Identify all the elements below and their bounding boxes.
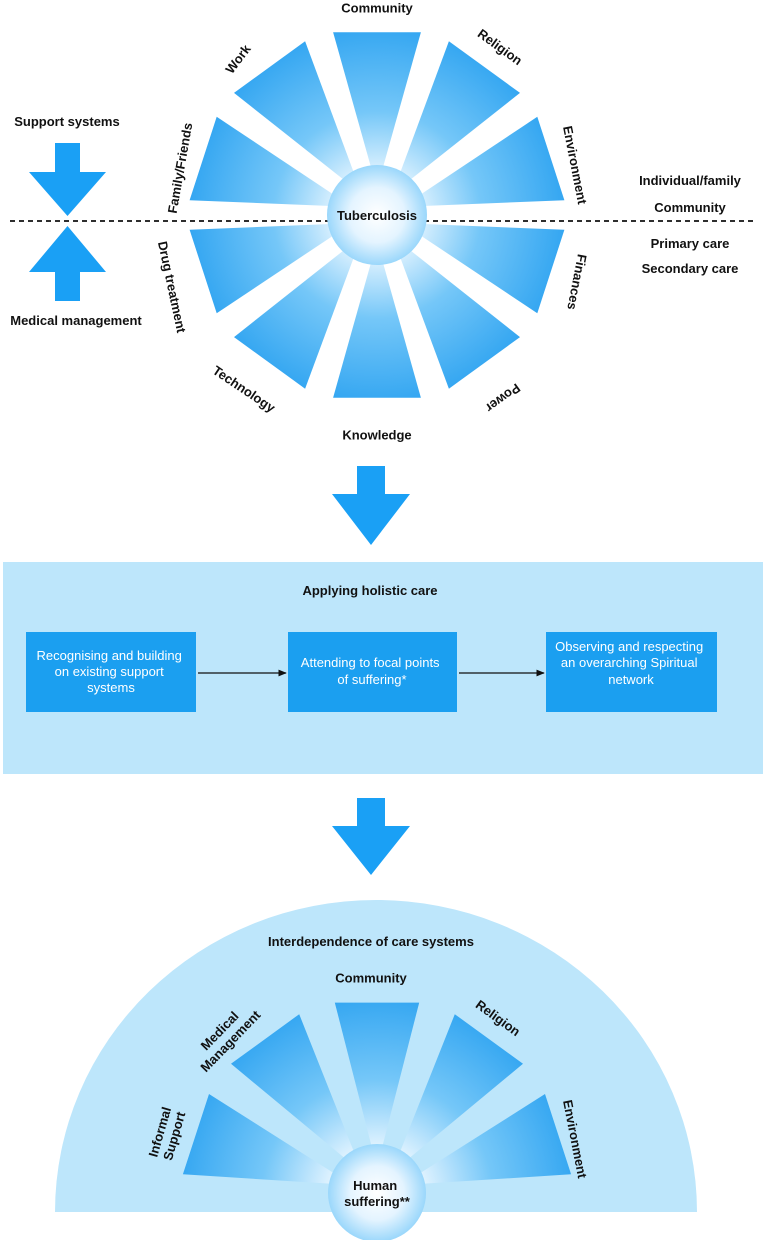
spoke-knowledge <box>333 249 421 398</box>
label-finances: Finances <box>564 253 589 311</box>
spoke-technology <box>234 241 359 389</box>
spoke-work <box>234 41 359 189</box>
spoke-drug-treatment <box>189 223 345 314</box>
spoke-finances <box>409 223 565 314</box>
label-line: Community <box>335 971 407 986</box>
label-line: Community <box>341 1 413 16</box>
right-label-individual-family: Individual/family <box>639 173 742 188</box>
label-line: Family/Friends <box>165 122 196 215</box>
dome-title: Interdependence of care systems <box>268 934 474 949</box>
label-environment: Environment <box>560 125 590 207</box>
label-line: Work <box>222 41 254 76</box>
spoke-community <box>333 32 421 181</box>
spoke-community <box>334 1002 420 1159</box>
label-drug-treatment: Drug treatment <box>155 240 189 335</box>
spoke-informal-support <box>182 1094 345 1185</box>
box-spiritual-network <box>546 632 717 712</box>
label-line: Drug treatment <box>155 240 189 335</box>
box-focal-points <box>288 632 457 712</box>
spoke-environment <box>409 1094 572 1185</box>
spoke-medical-management <box>231 1014 359 1167</box>
spoke-power <box>395 241 520 389</box>
box-support-systems <box>26 632 196 712</box>
support-systems-label: Support systems <box>14 114 119 129</box>
box-focal-points-text: Attending to focal points of suffering* <box>301 655 443 687</box>
label-line: Religion <box>475 26 525 68</box>
label-line: Knowledge <box>342 428 411 443</box>
human-suffering-hub <box>328 1144 426 1240</box>
label-religion: Religion <box>475 26 525 68</box>
box-support-systems-text: Recognising and building on existing sup… <box>37 648 186 695</box>
box-spiritual-network-text: Observing and respecting an overarching … <box>555 639 707 687</box>
right-label-secondary-care: Secondary care <box>642 261 739 276</box>
spoke-religion <box>395 41 520 189</box>
right-label-community: Community <box>654 200 726 215</box>
hub-label-human-suffering: Human suffering** <box>344 1178 411 1209</box>
spoke-religion <box>395 1014 523 1167</box>
label-work: Work <box>222 41 254 76</box>
right-label-primary-care: Primary care <box>651 236 730 251</box>
hub-line-2: suffering** <box>344 1194 411 1209</box>
bottom-wheel-spokes <box>182 1002 572 1185</box>
medical-management-label: Medical management <box>10 313 142 328</box>
label-line: Environment <box>560 125 590 207</box>
label-community: Community <box>335 971 407 986</box>
arrow-down-icon <box>29 143 106 216</box>
label-family-friends: Family/Friends <box>165 122 196 215</box>
label-technology: Technology <box>210 363 279 416</box>
label-power: Power <box>483 380 523 415</box>
arrow-up-icon <box>29 226 106 301</box>
tuberculosis-hub <box>327 165 427 265</box>
spoke-family-friends <box>189 116 345 207</box>
big-arrow-down-icon <box>332 466 410 545</box>
label-community: Community <box>341 1 413 16</box>
label-line: Technology <box>210 363 279 416</box>
label-line: Finances <box>564 253 589 311</box>
hub-label-tuberculosis: Tuberculosis <box>337 208 417 223</box>
label-line: Power <box>483 380 523 415</box>
label-knowledge: Knowledge <box>342 428 411 443</box>
big-arrow-down-icon-2 <box>332 798 410 875</box>
top-wheel-spokes <box>189 32 565 398</box>
hub-line-1: Human <box>353 1178 397 1193</box>
panel-title: Applying holistic care <box>302 583 437 598</box>
spoke-environment <box>409 116 565 207</box>
